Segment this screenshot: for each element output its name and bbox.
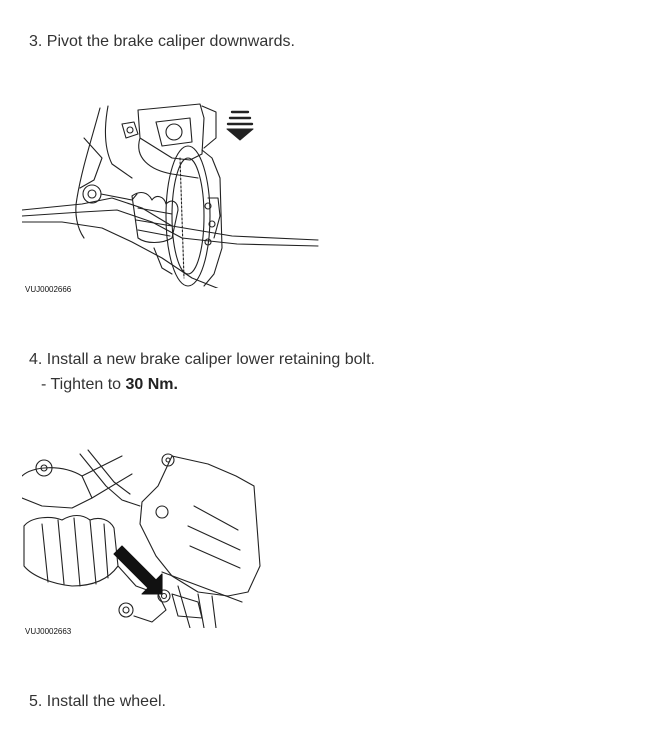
step-4-text: 4. Install a new brake caliper lower ret… bbox=[29, 351, 375, 368]
figure-caliper-pivot: VUJ0002666 bbox=[22, 98, 322, 298]
figure-code: VUJ0002663 bbox=[25, 627, 72, 636]
step-4-torque-instruction: - Tighten to 30 Nm. bbox=[41, 375, 178, 395]
step-3-text: 3. Pivot the brake caliper downwards. bbox=[29, 33, 295, 50]
caliper-bolt-install-illustration bbox=[22, 449, 261, 628]
figure-caliper-bolt: VUJ0002663 bbox=[22, 446, 270, 640]
torque-prefix: - Tighten to bbox=[41, 376, 126, 393]
brake-caliper-pivot-illustration bbox=[22, 103, 319, 288]
figure-code: VUJ0002666 bbox=[25, 285, 72, 294]
torque-value: 30 Nm. bbox=[125, 376, 178, 393]
step-5-text: 5. Install the wheel. bbox=[29, 693, 166, 710]
